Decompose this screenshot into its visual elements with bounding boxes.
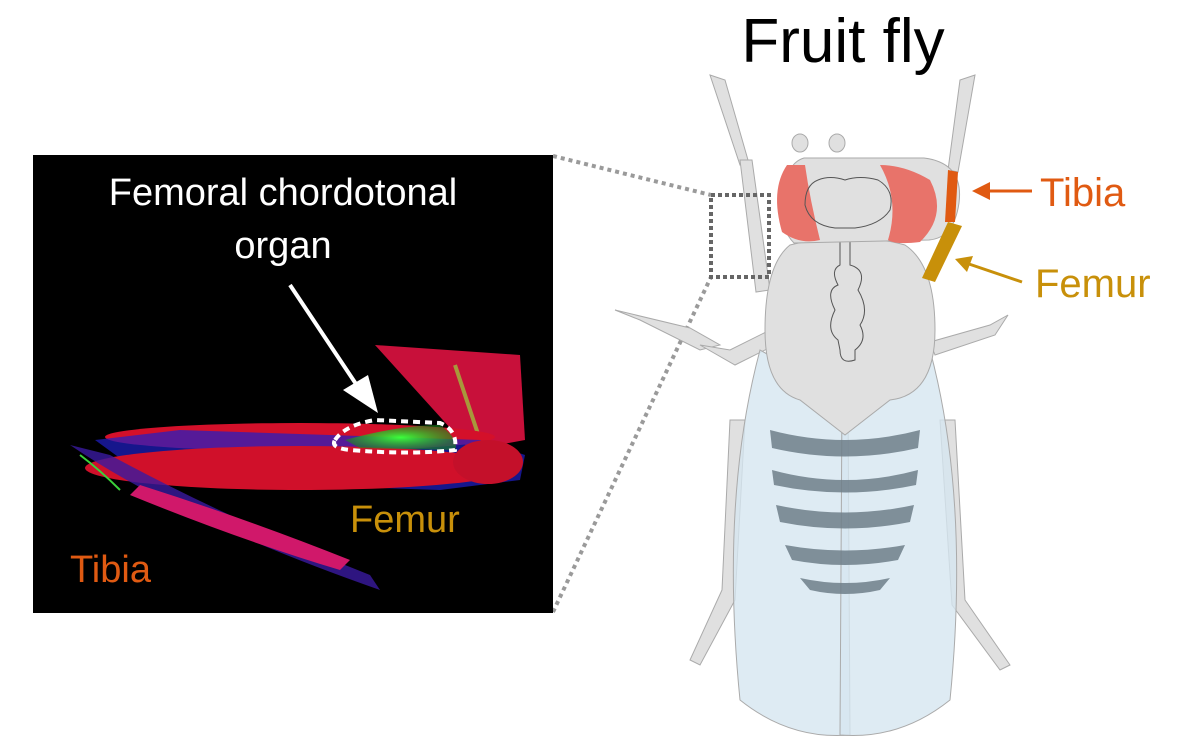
femur-lower-muscle [85, 446, 515, 490]
antenna-right [828, 133, 846, 153]
eye-left [777, 165, 820, 242]
micrograph-femur-label: Femur [350, 499, 460, 541]
organ-outline [332, 417, 458, 455]
eye-right [880, 165, 938, 244]
fruit-fly-illustration [614, 74, 1011, 737]
figure-title: Fruit fly [741, 7, 944, 76]
thorax-pattern [830, 239, 865, 362]
fly-labels: Tibia Femur [955, 171, 1151, 306]
fly-femur-segment [922, 222, 962, 282]
fly-tibia-segment [945, 170, 958, 222]
abdomen-stripes [770, 430, 920, 594]
muscle-block [375, 345, 525, 450]
chordotonal-organ [345, 425, 456, 450]
antenna-left [791, 133, 809, 153]
thorax [764, 237, 936, 436]
femur-arrow [965, 261, 1023, 284]
caption-line-1: Femoral chordotonal [109, 172, 458, 214]
head-pattern [804, 177, 892, 229]
micrograph-tibia-label: Tibia [70, 549, 152, 591]
zoom-connector-lines [551, 154, 713, 613]
organ-arrow [288, 283, 371, 407]
fly-tibia-label: Tibia [1040, 171, 1126, 215]
caption-line-2: organ [234, 225, 331, 267]
micrograph-panel: Femoral chordotonal organ Femur Tibia [33, 155, 553, 613]
fly-femur-label: Femur [1035, 262, 1151, 306]
zoom-region-box [709, 193, 771, 279]
tibia-muscle [130, 485, 350, 570]
